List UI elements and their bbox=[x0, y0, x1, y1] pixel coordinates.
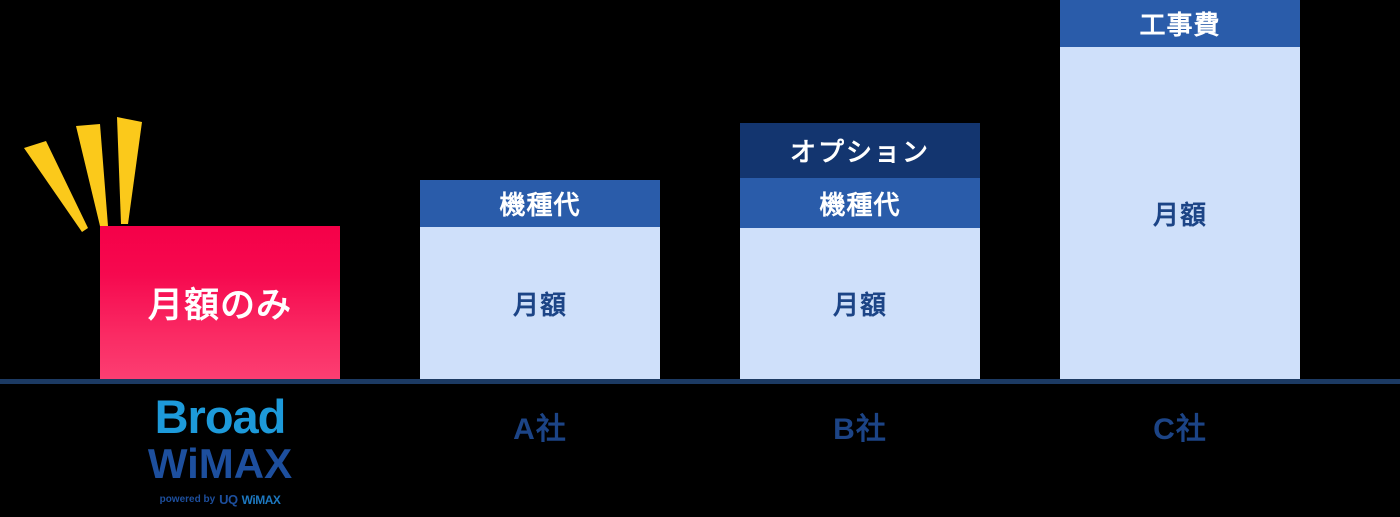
category-label-b: B社 bbox=[833, 413, 887, 446]
sparkle-burst-icon bbox=[16, 108, 166, 233]
baseline-axis bbox=[0, 379, 1400, 384]
logo-wimax-text: WiMAX bbox=[147, 440, 293, 487]
monthly-only-segment: 月額のみ bbox=[147, 286, 292, 325]
burst-ray-mid bbox=[76, 124, 108, 226]
bar-broad-wimax[interactable]: 月額のみ bbox=[100, 226, 340, 379]
bar-company-c[interactable]: 工事費 月額 bbox=[1060, 0, 1300, 379]
logo-broad-text: Broad bbox=[154, 390, 287, 443]
burst-ray-right bbox=[117, 117, 142, 224]
monthly-fee-segment: 月額 bbox=[740, 228, 980, 379]
logo-powered-by-row: powered by UQ WiMAX bbox=[160, 492, 281, 507]
bar-company-b[interactable]: オプション 機種代 月額 bbox=[740, 123, 980, 379]
logo-powered-by-text: powered by bbox=[159, 494, 216, 506]
option-cost-segment: オプション bbox=[740, 123, 980, 178]
broad-wimax-logo: Broad WiMAX powered by UQ WiMAX bbox=[100, 393, 340, 513]
logo-partner-wimax-text: WiMAX bbox=[241, 492, 281, 507]
device-cost-segment: 機種代 bbox=[420, 180, 660, 227]
device-cost-segment: 機種代 bbox=[740, 178, 980, 228]
burst-ray-left bbox=[24, 141, 88, 232]
bar-company-a[interactable]: 機種代 月額 bbox=[420, 180, 660, 379]
monthly-fee-segment: 月額 bbox=[420, 227, 660, 379]
category-label-a: A社 bbox=[513, 413, 567, 446]
logo-uq-text: UQ bbox=[219, 492, 238, 508]
monthly-fee-segment: 月額 bbox=[1060, 47, 1300, 379]
category-label-c: C社 bbox=[1153, 413, 1207, 446]
construction-cost-segment: 工事費 bbox=[1060, 0, 1300, 47]
